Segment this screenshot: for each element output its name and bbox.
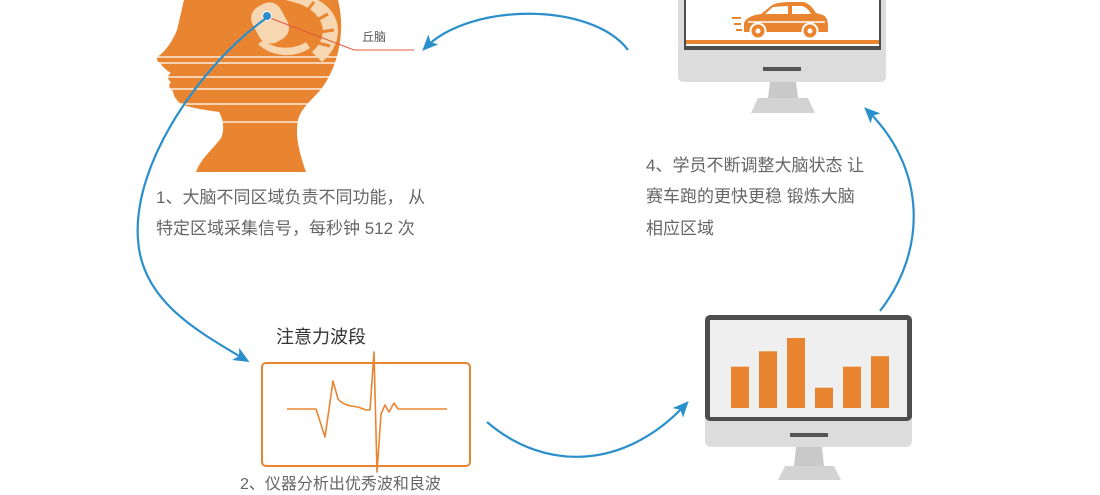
- race-car-icon: [732, 2, 828, 40]
- chart-bar: [731, 366, 749, 408]
- car-wheel-rear: [801, 22, 819, 40]
- speed-lines: [732, 17, 742, 31]
- car-wheel-front: [749, 22, 767, 40]
- monitor-stand-neck: [768, 82, 798, 98]
- chart-bar: [787, 338, 805, 408]
- wave-panel-title: 注意力波段: [276, 327, 366, 347]
- thalamus-marker-dot: [262, 11, 272, 21]
- wave-panel-frame: [261, 362, 471, 467]
- head-shape: [157, 0, 342, 172]
- monitor-logo: [763, 67, 801, 71]
- step4-text-line: 相应区域: [646, 219, 714, 238]
- monitor-logo: [790, 433, 828, 437]
- head-silhouette-icon: [150, 0, 345, 172]
- screen-accent-bar: [686, 40, 879, 44]
- step1-text-line: 特定区域采集信号，每秒钟 512 次: [156, 219, 415, 238]
- arrow-wave-to-analysis: [486, 401, 689, 458]
- arrow-game-to-brain: [422, 12, 629, 51]
- step1-text-line: 1、大脑不同区域负责不同功能， 从: [156, 188, 426, 207]
- brain-region-highlight: [251, 0, 339, 62]
- arrow-brain-to-wave: [136, 18, 266, 363]
- wave-panel: [261, 351, 471, 473]
- monitor-analysis: [705, 315, 912, 480]
- thalamus-label: 丘脑: [362, 30, 387, 44]
- brain-lower-band: [258, 40, 310, 56]
- step2-text-line: 2、仪器分析出优秀波和良波: [240, 476, 441, 493]
- arrow-analysis-to-game: [864, 107, 915, 312]
- attention-wave-line: [287, 351, 447, 473]
- head-scanlines: [150, 56, 345, 123]
- chart-bar: [843, 366, 861, 408]
- thalamus-leader-line: [269, 17, 414, 51]
- step4-text-line: 4、学员不断调整大脑状态 让: [646, 156, 865, 175]
- chart-bar: [759, 351, 777, 408]
- thalamus-region: [251, 2, 289, 44]
- monitor-stand-neck: [794, 447, 824, 466]
- car-window-rear: [792, 6, 811, 14]
- monitor-game: [678, 0, 886, 113]
- brain-band-stripes: [304, 1, 335, 48]
- chart-bar: [815, 387, 833, 408]
- monitor-stand-base: [778, 466, 841, 480]
- monitor-stand-base: [751, 98, 815, 113]
- step4-text-line: 赛车跑的更快更稳 锻炼大脑: [646, 187, 855, 206]
- bar-chart-icon: [731, 338, 889, 408]
- chart-bar: [871, 356, 889, 408]
- car-window-front: [765, 6, 788, 14]
